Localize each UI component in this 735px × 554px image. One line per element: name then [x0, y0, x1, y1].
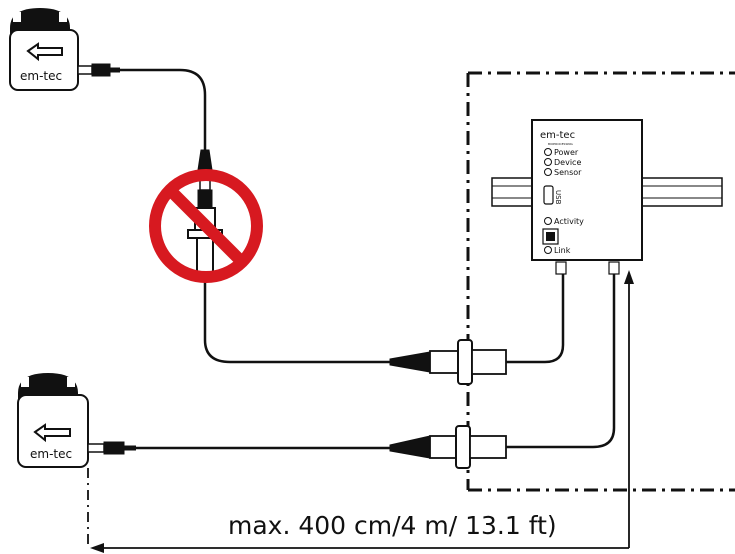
sensor-top: em-tec: [9, 8, 79, 91]
distance-label: max. 400 cm/4 m/ 13.1 ft): [228, 511, 557, 540]
led-link-icon: [544, 246, 552, 254]
dimension-marker: [87, 270, 634, 553]
arrow-left-icon: [33, 423, 71, 443]
led-label-device: Device: [554, 158, 581, 167]
led-activity-icon: [544, 217, 552, 225]
arrow-left-icon: [26, 42, 63, 62]
converter-device: em-tec BIOPROCESSING Power Device Sensor…: [531, 119, 643, 275]
led-label-sensor: Sensor: [554, 168, 582, 177]
activity-label: Activity: [554, 217, 584, 226]
cable-bottom: [87, 274, 616, 469]
device-subbrand: BIOPROCESSING: [548, 142, 573, 146]
led-device-icon: [544, 158, 552, 166]
usb-label: USB: [554, 190, 562, 205]
link-label: Link: [554, 246, 571, 255]
led-power-icon: [544, 148, 552, 156]
led-label-power: Power: [554, 148, 579, 157]
device-brand: em-tec: [540, 130, 575, 141]
sensor-bottom-label: em-tec: [30, 447, 72, 461]
usb-port-icon: [543, 185, 554, 205]
enclosure-boundary: [466, 71, 735, 492]
led-sensor-icon: [544, 168, 552, 176]
sensor-top-label: em-tec: [20, 69, 62, 83]
ethernet-port-icon: [542, 228, 559, 245]
sensor-bottom: em-tec: [17, 373, 89, 468]
prohibited-icon: [149, 169, 263, 283]
